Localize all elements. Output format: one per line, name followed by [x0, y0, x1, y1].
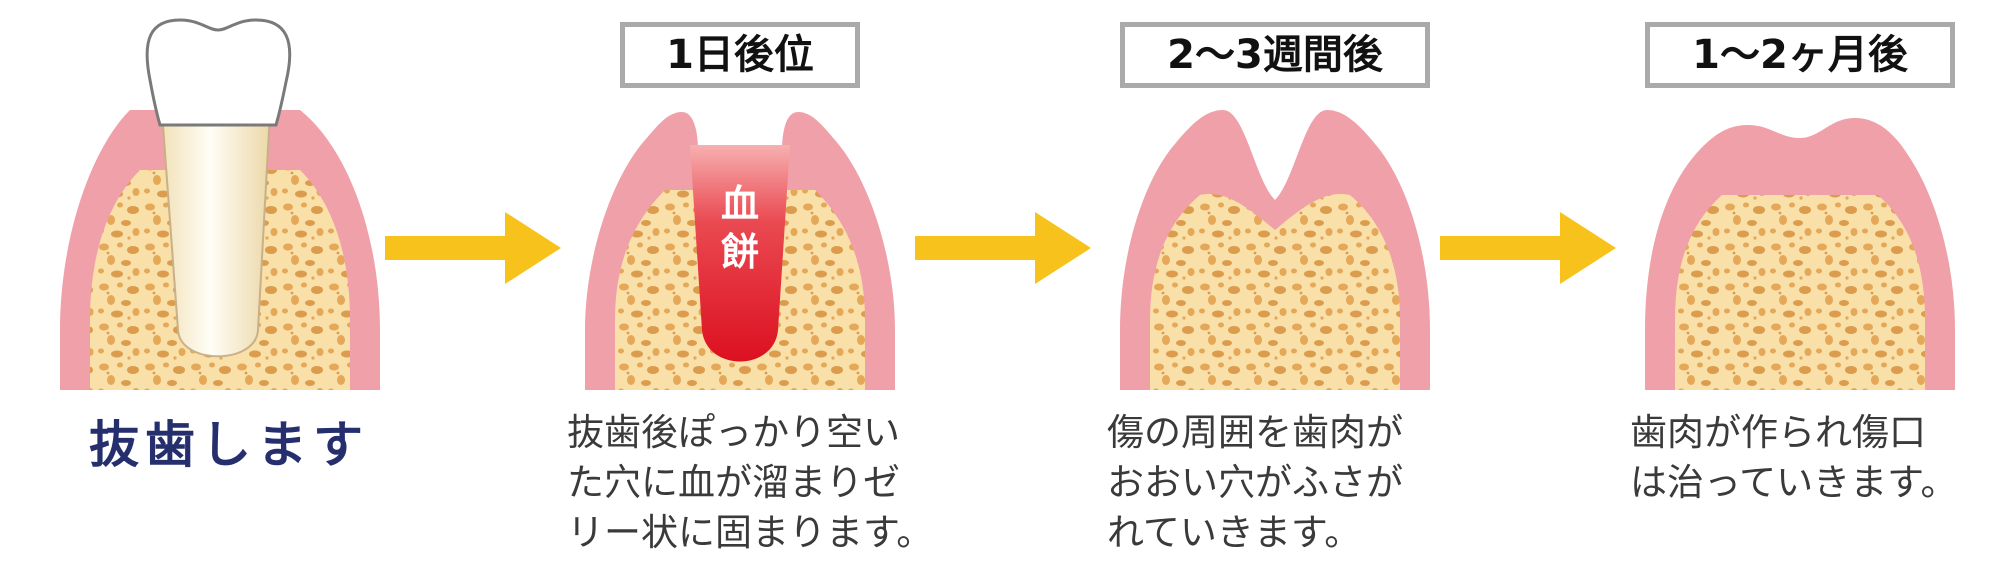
stage-1-caption: 抜歯します: [89, 416, 369, 474]
stage-1-day: 1日後位 血 餅: [570, 0, 910, 400]
extraction-illustration: [60, 18, 380, 390]
bone-shape: [1675, 195, 1925, 390]
stage-2-label: 1日後位: [620, 22, 860, 88]
clot-illustration: [585, 112, 895, 390]
arrow-1: [385, 212, 565, 288]
stage-3-caption: 傷の周囲を歯肉が おおい穴がふさが れていきます。: [1107, 411, 1403, 554]
stage-3-label: 2～3週間後: [1120, 22, 1430, 88]
blood-clot: [690, 145, 790, 362]
healed-illustration: [1645, 118, 1955, 390]
stage-4-label: 1～2ヶ月後: [1645, 22, 1955, 88]
stage-2-3-weeks: 2～3週間後: [1105, 0, 1445, 400]
arrow-3: [1440, 212, 1620, 288]
stage-4-caption: 歯肉が作られ傷口 は治っていきます。: [1630, 411, 1958, 504]
stage-extraction: [50, 0, 390, 400]
healing-illustration: [1120, 110, 1430, 390]
clot-label: 血 餅: [720, 182, 759, 274]
stage-2-caption: 抜歯後ぽっかり空い た穴に血が溜まりゼ リー状に固まります。: [567, 411, 934, 554]
bone-shape: [1150, 194, 1400, 390]
tooth-icon: [145, 18, 292, 127]
arrow-2: [915, 212, 1095, 288]
tooth-root: [160, 111, 272, 358]
stage-1-2-months: 1～2ヶ月後: [1630, 0, 1970, 400]
